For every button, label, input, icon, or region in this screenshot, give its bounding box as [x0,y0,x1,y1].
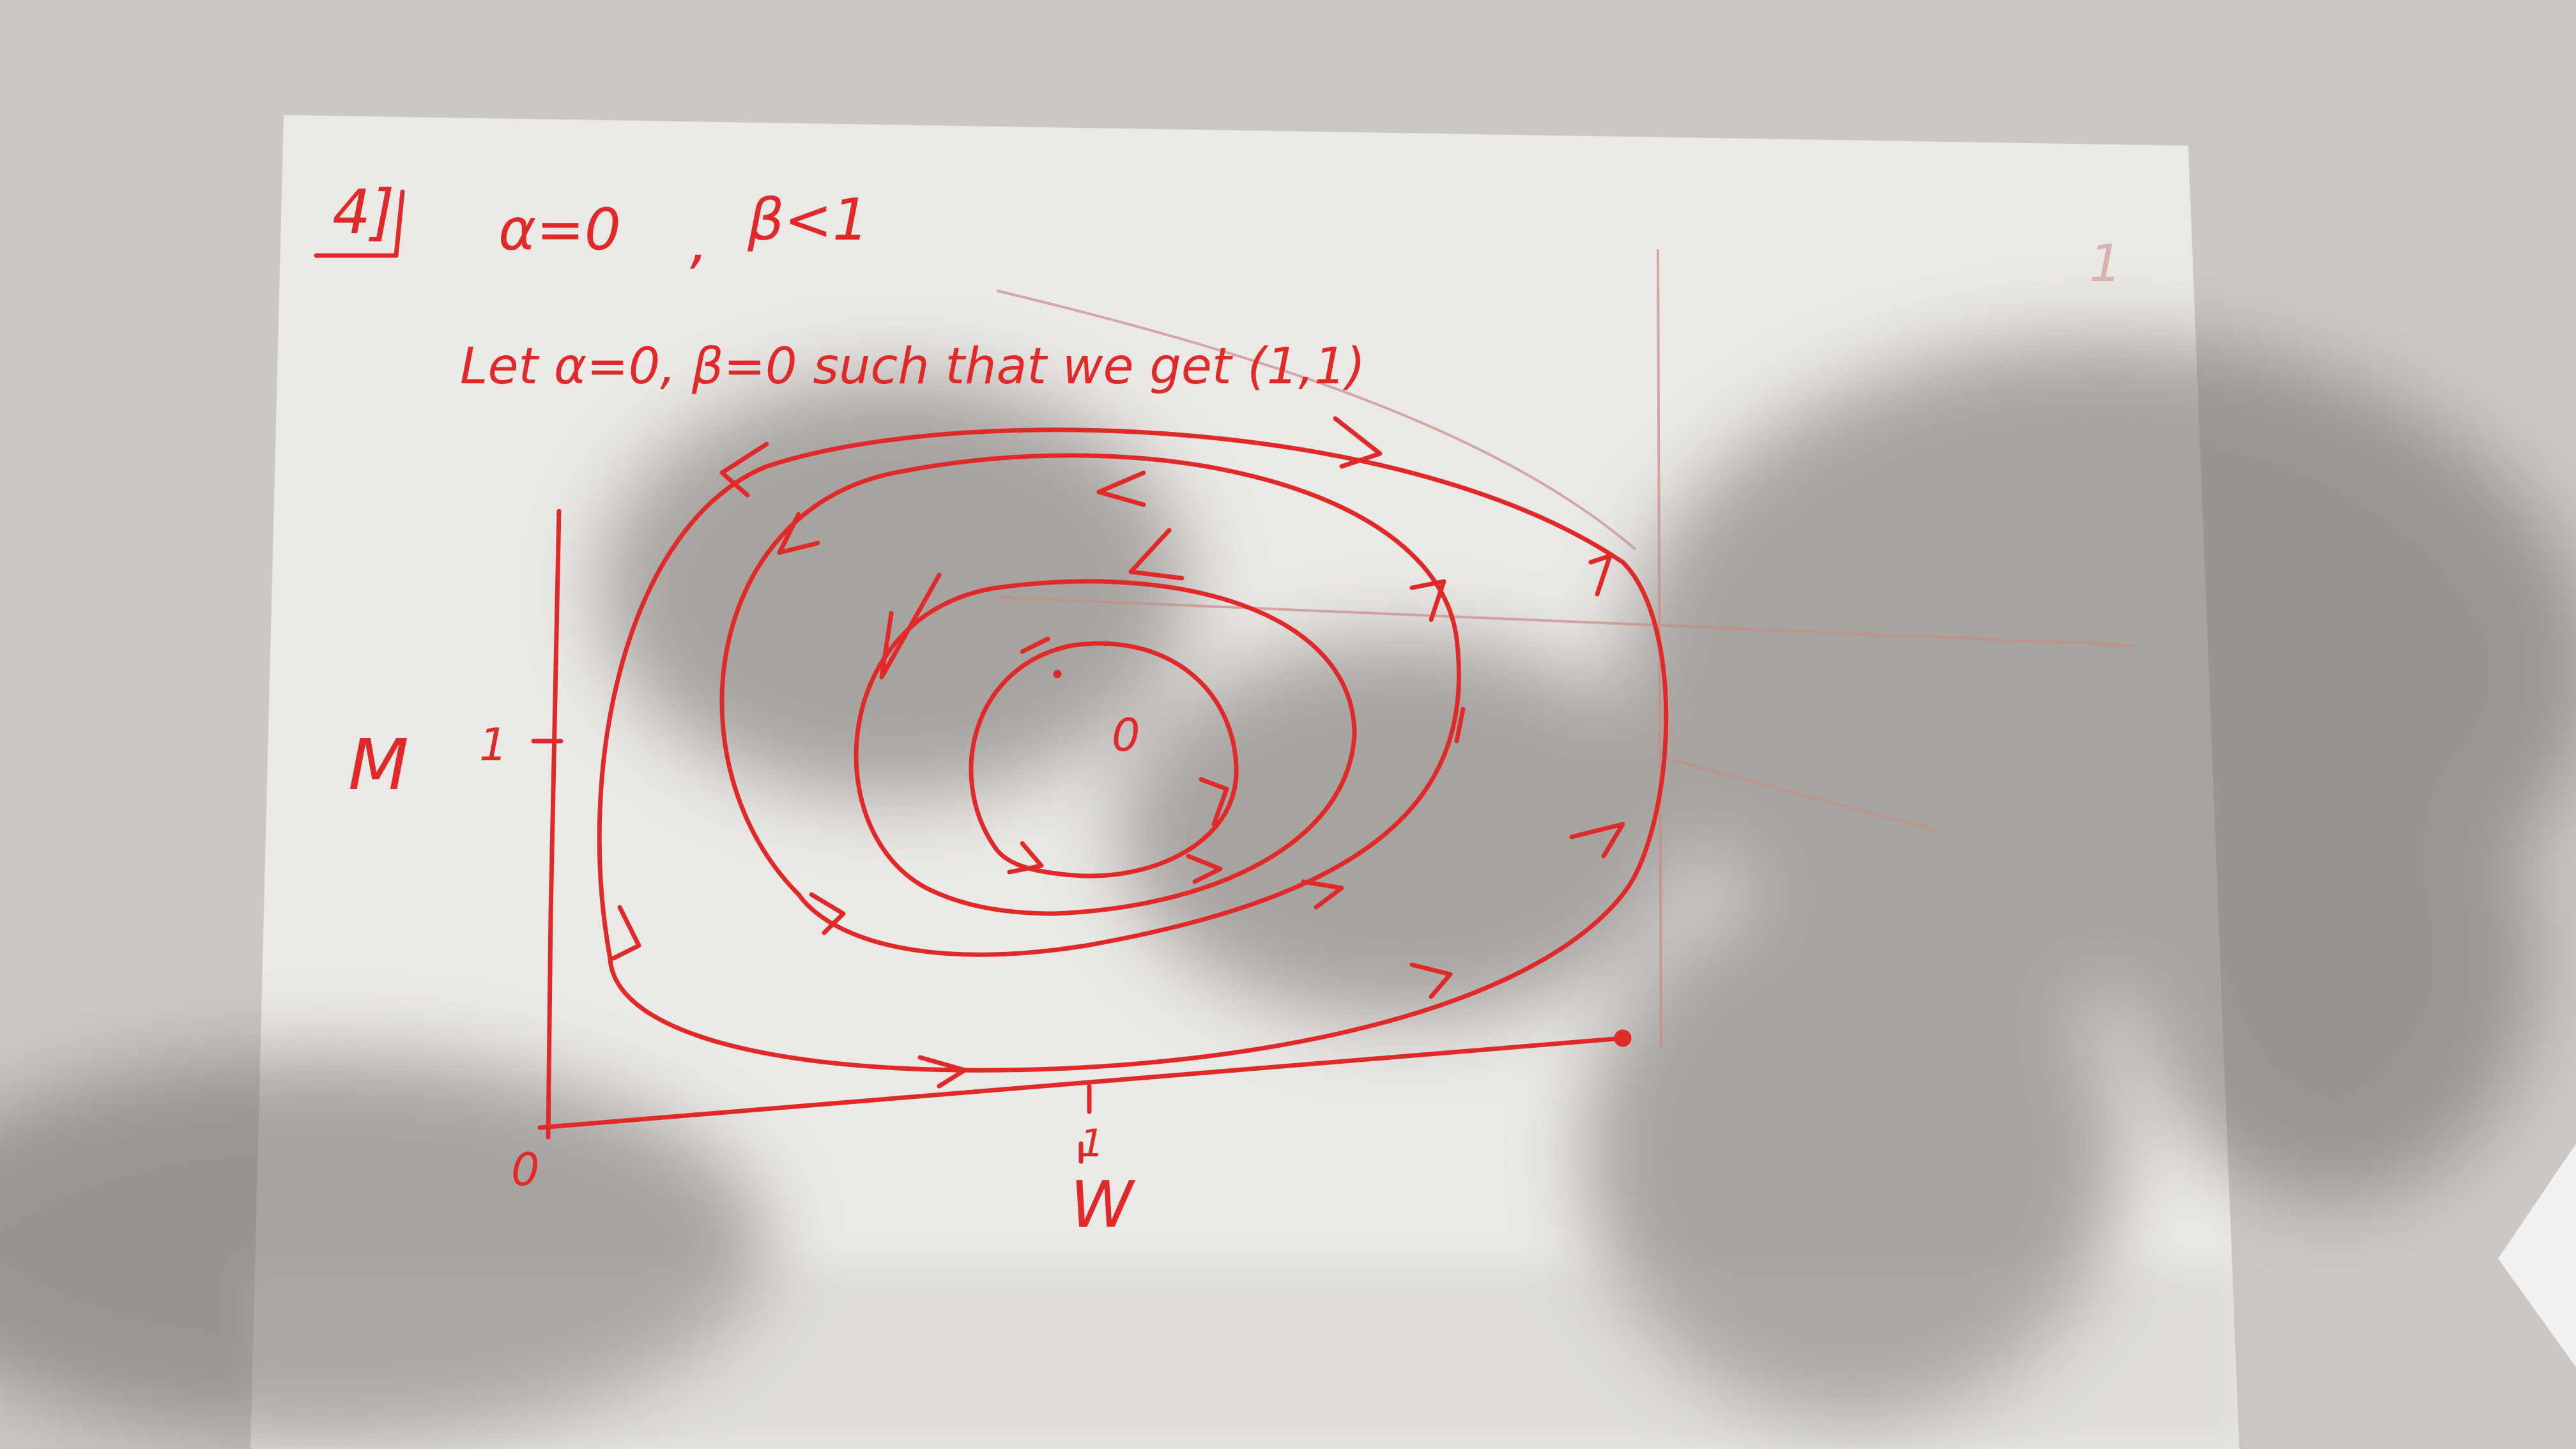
orbit-3 [854,579,1357,916]
corner-mark: 1 [2089,234,2122,293]
x-tick-label: 1 [1080,1121,1104,1166]
arrow [1199,777,1229,827]
condition-beta: β<1 [747,187,869,254]
arrow [1454,707,1466,744]
arrow [777,512,820,555]
orbit-2 [719,453,1461,957]
let-line: Let α=0, β=0 such that we get (1,1) [460,338,1365,395]
x-axis [537,1036,1625,1130]
paper-shading [243,1265,2242,1449]
arrow [1007,841,1044,875]
center-label: 0 [1112,709,1140,762]
arrow [917,1055,967,1089]
arrow [809,892,846,935]
y-axis-letter: M [348,724,409,806]
handwritten-labels: 4] α=0 , β<1 Let α=0, β=0 such that we g… [332,178,2122,1242]
arrow [1569,822,1625,859]
condition-alpha: α=0 [498,196,621,263]
y-tick-label: 1 [479,719,508,771]
red-ink-drawing [314,189,1669,1164]
condition-sep: , [690,209,709,276]
arrow [1409,962,1453,999]
arrow [611,905,641,961]
axis-end-dot [1614,1029,1632,1047]
arrow [1128,528,1184,581]
orbit-inner [969,641,1239,878]
arrow [879,572,942,680]
arrow [1409,579,1446,622]
arrow [719,441,769,498]
arrow [1186,854,1223,884]
y-axis [546,509,562,1140]
arrow [1096,470,1146,507]
pencil-guides [996,249,2135,1048]
arrow [1333,416,1383,469]
arrow [1588,553,1613,597]
x-axis-letter: W [1070,1167,1135,1242]
origin-label: 0 [511,1144,540,1196]
arrow [1301,879,1344,910]
paper-corner [2498,1144,2576,1367]
problem-number: 4] [332,178,395,248]
